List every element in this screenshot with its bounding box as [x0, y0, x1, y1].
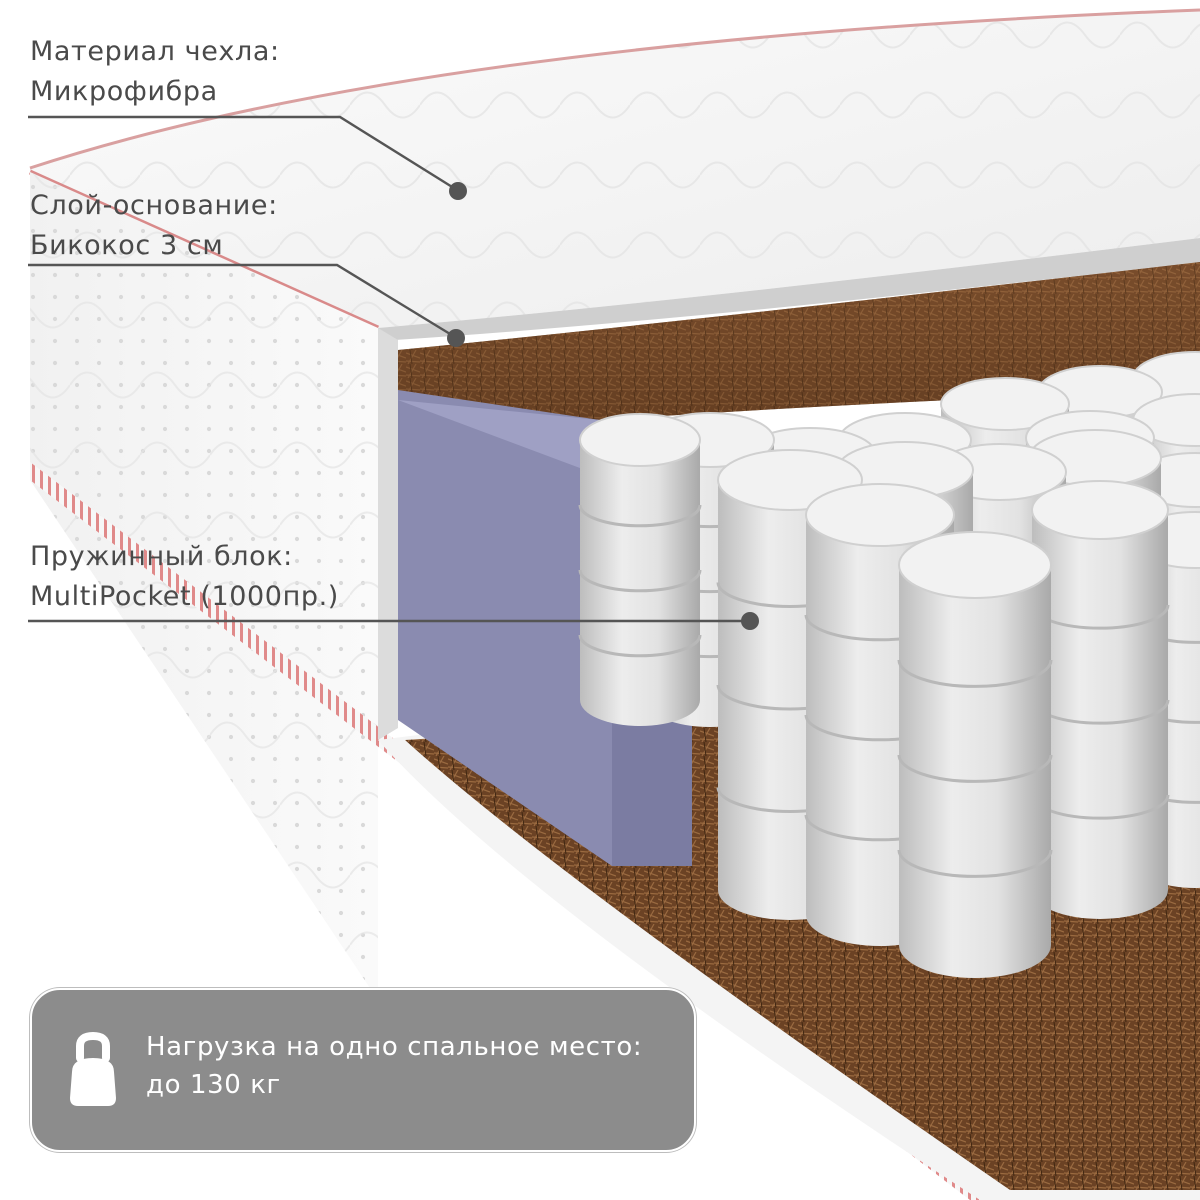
load-capacity-value: до 130 кг	[146, 1070, 281, 1100]
base-layer-label: Слой-основание: Бикокос 3 см	[30, 186, 278, 266]
load-capacity-title: Нагрузка на одно спальное место:	[146, 1032, 643, 1062]
cover-material-value: Микрофибра	[30, 76, 218, 107]
cover-material-title: Материал чехла:	[30, 36, 280, 67]
spring-block-title: Пружинный блок:	[30, 541, 293, 572]
base-layer-value: Бикокос 3 см	[30, 230, 224, 261]
cover-material-label: Материал чехла: Микрофибра	[30, 32, 280, 112]
kettlebell-icon	[70, 1032, 116, 1106]
load-capacity-text: Нагрузка на одно спальное место: до 130 …	[146, 1028, 642, 1104]
pocket-springs	[578, 351, 1200, 978]
spring-block-label: Пружинный блок: MultiPocket (1000пр.)	[30, 537, 339, 617]
load-capacity-badge: Нагрузка на одно спальное место: до 130 …	[30, 988, 696, 1152]
spring-block-value: MultiPocket (1000пр.)	[30, 581, 339, 612]
base-layer-title: Слой-основание:	[30, 190, 278, 221]
